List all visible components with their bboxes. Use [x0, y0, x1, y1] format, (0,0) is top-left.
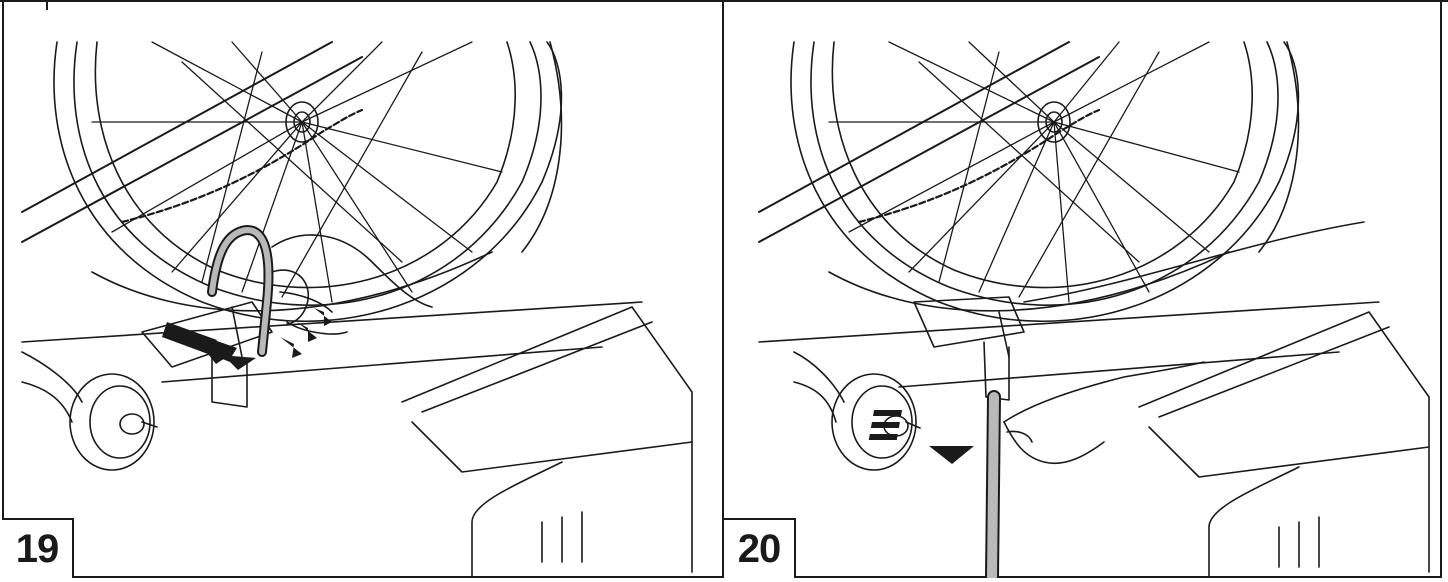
- wheel-rim: [790, 41, 1300, 322]
- pull-down-arrow: [868, 410, 974, 464]
- step-number-box: 19: [2, 518, 74, 578]
- hand: [1003, 361, 1205, 465]
- tightening-knob: [793, 351, 921, 471]
- step-20-panel: 20: [724, 2, 1444, 578]
- wheel-tray: [141, 301, 273, 408]
- wheel-rim: [53, 41, 563, 322]
- step-number: 20: [737, 526, 781, 571]
- top-rule: [0, 0, 1448, 2]
- step-20-illustration: [758, 41, 1430, 578]
- tightening-knob: [21, 351, 158, 471]
- wheel-spokes: [91, 41, 503, 303]
- carrier-rail: [21, 301, 693, 578]
- wheel-hub: [1037, 101, 1071, 143]
- strap: [987, 392, 999, 578]
- push-arrow: [162, 322, 256, 370]
- pull-arrow: [280, 308, 332, 358]
- chain: [857, 108, 1101, 224]
- previous-step-tab: [0, 0, 48, 10]
- panel-divider: [722, 0, 724, 578]
- step-19-panel: 19: [2, 2, 722, 578]
- wheel-spokes: [828, 41, 1240, 303]
- hand: [271, 234, 433, 335]
- wheel-hub: [285, 101, 319, 143]
- step-number: 19: [15, 526, 59, 571]
- step-19-illustration: [21, 41, 693, 578]
- carrier-rail: [758, 221, 1430, 578]
- step-number-box: 20: [724, 518, 796, 578]
- strap: [209, 227, 272, 355]
- chain: [120, 108, 364, 224]
